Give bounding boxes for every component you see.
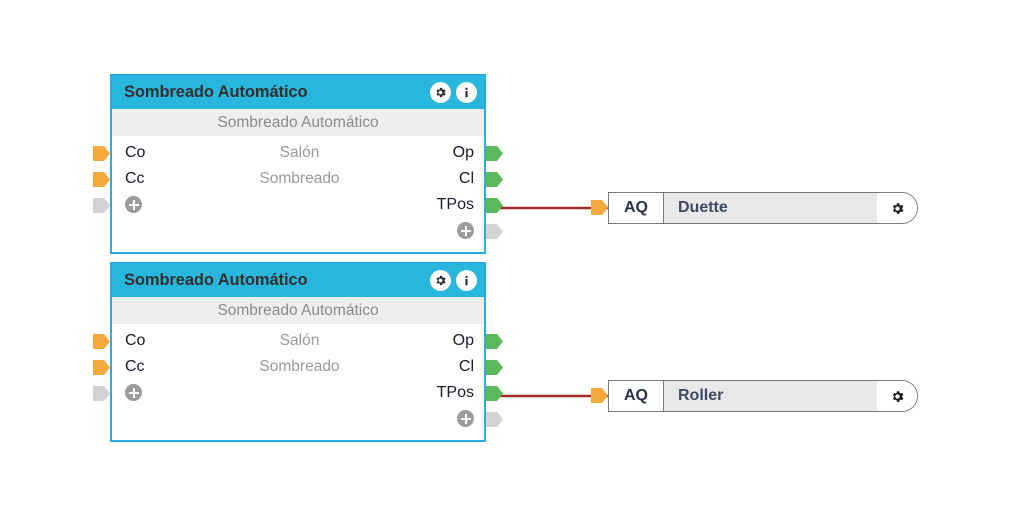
device-box[interactable]: AQ Roller [608, 380, 918, 412]
node-value-salon: Salón [279, 144, 320, 161]
port-label-cc: Cc [125, 358, 145, 375]
plus-icon [125, 384, 142, 402]
input-port-cc[interactable] [93, 172, 110, 187]
node-body: Co Salón Op Cc Sombreado Cl [93, 324, 503, 440]
input-port-co[interactable] [93, 334, 110, 349]
port-label-cl: Cl [458, 170, 474, 187]
output-port-add-disabled[interactable] [486, 412, 503, 427]
node-title: Sombreado Automático [124, 83, 308, 101]
output-port-cl[interactable] [486, 172, 503, 187]
node-row: Cc Sombreado Cl [93, 166, 503, 192]
device-name-label: Duette [664, 193, 877, 223]
device-port-label: AQ [609, 381, 664, 411]
port-label-tpos: TPos [436, 384, 474, 401]
node-row [112, 406, 503, 432]
node-subtitle: Sombreado Automático [112, 297, 484, 324]
device-box[interactable]: AQ Duette [608, 192, 918, 224]
gear-icon[interactable] [430, 270, 451, 291]
node-header[interactable]: Sombreado Automático [112, 264, 484, 297]
node-row: Co Salón Op [93, 328, 503, 354]
port-label-cl: Cl [458, 358, 474, 375]
node-value-salon: Salón [279, 332, 320, 349]
output-port-op[interactable] [486, 334, 503, 349]
node-row: TPos [93, 192, 503, 218]
gear-icon[interactable] [877, 381, 917, 411]
node-title: Sombreado Automático [124, 271, 308, 289]
input-port-co[interactable] [93, 146, 110, 161]
add-input-button[interactable] [125, 384, 215, 402]
gear-icon[interactable] [877, 193, 917, 223]
input-port-cc[interactable] [93, 360, 110, 375]
port-label-tpos: TPos [436, 196, 474, 213]
node-header[interactable]: Sombreado Automático [112, 76, 484, 109]
output-port-tpos[interactable] [486, 386, 503, 401]
output-port-tpos[interactable] [486, 198, 503, 213]
node-body: Co Salón Op Cc Sombreado Cl [93, 136, 503, 252]
port-label-co: Co [125, 144, 146, 161]
node-row [112, 218, 503, 244]
port-label-cc: Cc [125, 170, 145, 187]
plus-icon [457, 410, 474, 428]
input-port-add-disabled[interactable] [93, 386, 110, 401]
node-value-sombreado: Sombreado [259, 358, 340, 375]
input-port-aq[interactable] [591, 200, 608, 215]
plus-icon [125, 196, 142, 214]
logic-node-sombreado-automatico-2[interactable]: Sombreado Automático Sombreado Automátic… [93, 262, 503, 442]
device-name-label: Roller [664, 381, 877, 411]
node-value-sombreado: Sombreado [259, 170, 340, 187]
output-port-add-disabled[interactable] [486, 224, 503, 239]
node-row: Co Salón Op [93, 140, 503, 166]
port-label-co: Co [125, 332, 146, 349]
output-port-cl[interactable] [486, 360, 503, 375]
info-icon[interactable] [456, 270, 477, 291]
add-output-button[interactable] [384, 222, 474, 240]
node-subtitle: Sombreado Automático [112, 109, 484, 136]
device-node-duette[interactable]: AQ Duette [591, 192, 918, 224]
node-row: TPos [93, 380, 503, 406]
add-input-button[interactable] [125, 196, 215, 214]
plus-icon [457, 222, 474, 240]
info-icon[interactable] [456, 82, 477, 103]
input-port-aq[interactable] [591, 388, 608, 403]
port-label-op: Op [452, 332, 474, 349]
device-port-label: AQ [609, 193, 664, 223]
node-row: Cc Sombreado Cl [93, 354, 503, 380]
device-node-roller[interactable]: AQ Roller [591, 380, 918, 412]
gear-icon[interactable] [430, 82, 451, 103]
input-port-add-disabled[interactable] [93, 198, 110, 213]
output-port-op[interactable] [486, 146, 503, 161]
add-output-button[interactable] [384, 410, 474, 428]
port-label-op: Op [452, 144, 474, 161]
logic-node-sombreado-automatico-1[interactable]: Sombreado Automático Sombreado Automátic… [93, 74, 503, 254]
